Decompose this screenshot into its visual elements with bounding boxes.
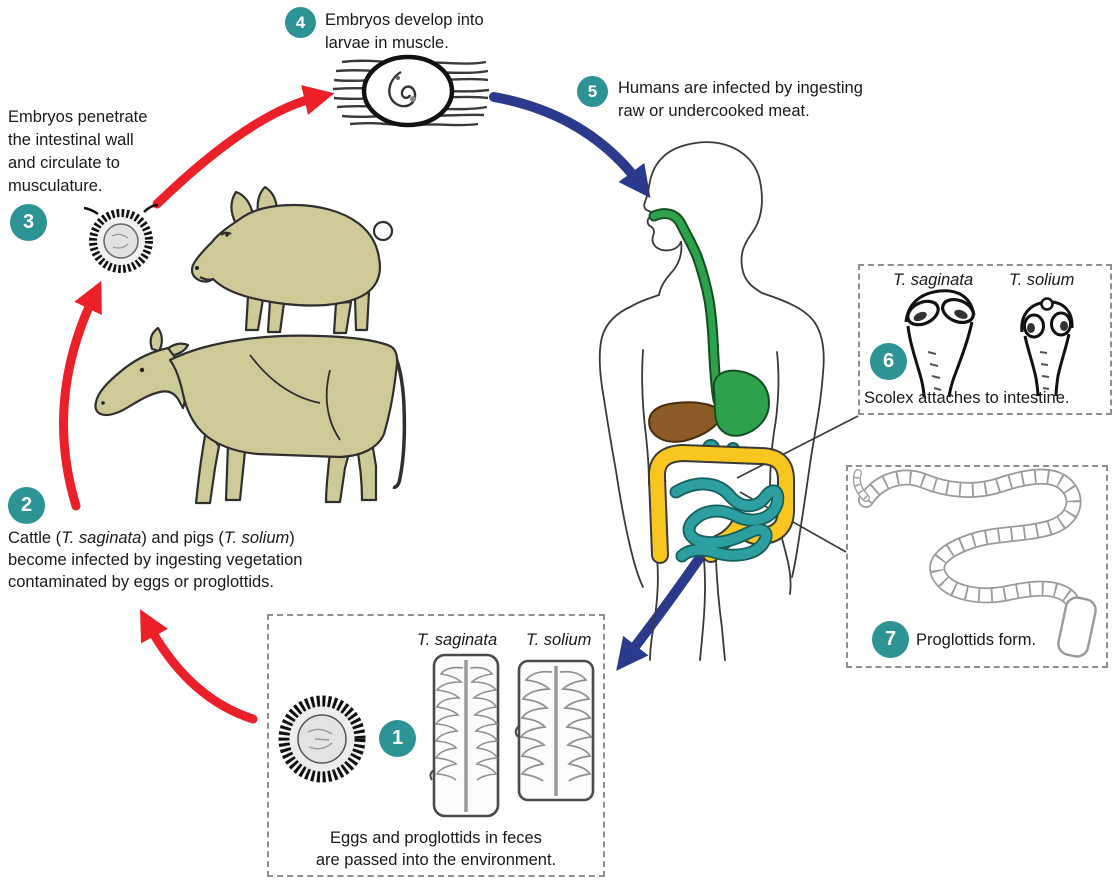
- red-arrow-step1-to-step2: [139, 609, 258, 724]
- step-5-line-1: Humans are infected by ingesting: [618, 79, 863, 97]
- blue-arrow-step4-to-human: [489, 92, 651, 199]
- scolex-saginata-illustration: [904, 289, 976, 398]
- step-4-line-1: Embryos develop into: [325, 11, 484, 29]
- step-2-label: Cattle (T. saginata) and pigs (T. solium…: [8, 527, 302, 593]
- step-3-label: Embryos penetrate the intestinal wall an…: [8, 106, 147, 198]
- step-1-caption-line-1: Eggs and proglottids in feces: [330, 829, 542, 847]
- proglottid-solium-illustration: [514, 659, 595, 802]
- egg-illustration-large: [278, 695, 366, 783]
- scolex-solium-illustration: [1020, 297, 1074, 397]
- human-figure: [598, 141, 825, 661]
- liver: [648, 401, 726, 443]
- step-7-box: [846, 465, 1108, 668]
- step-1-label-saginata: T. saginata: [417, 631, 498, 649]
- step-2-line-2: become infected by ingesting vegetation: [8, 551, 303, 569]
- stomach: [712, 369, 771, 437]
- egg-illustration-small: [83, 203, 159, 273]
- cow-illustration: [94, 326, 407, 505]
- pig-illustration: [190, 185, 394, 335]
- step-6-label-solium: T. solium: [1009, 271, 1075, 289]
- step-7-badge: 7: [872, 621, 909, 658]
- step-2-badge: 2: [8, 487, 45, 524]
- blue-arrow-human-to-step1: [616, 551, 706, 671]
- step-6-label-saginata: T. saginata: [893, 271, 974, 289]
- step-4-label: Embryos develop into larvae in muscle.: [325, 9, 484, 55]
- step-1-box: [267, 614, 605, 877]
- step-1-caption-line-2: are passed into the environment.: [315, 851, 557, 869]
- proglottid-chain-illustration: [852, 468, 1097, 658]
- step-6-caption: Scolex attaches to intestine.: [864, 389, 1070, 407]
- step-3-line-4: musculature.: [8, 177, 103, 195]
- step-5-label: Humans are infected by ingesting raw or …: [618, 77, 863, 123]
- step-4-badge: 4: [285, 7, 316, 38]
- step-5-line-2: raw or undercooked meat.: [618, 102, 810, 120]
- step-6-box: [858, 264, 1112, 415]
- step-4-line-2: larvae in muscle.: [325, 34, 449, 52]
- step-3-badge: 3: [10, 204, 47, 241]
- step-2-line-1: Cattle (T. saginata) and pigs (T. solium…: [8, 529, 295, 547]
- connector-intestine-to-scolex-box: [736, 415, 859, 479]
- step-1-caption: Eggs and proglottids in feces are passed…: [267, 827, 605, 871]
- step-1-label-solium: T. solium: [526, 631, 592, 649]
- step-6-badge: 6: [870, 343, 907, 380]
- step-2-line-3: contaminated by eggs or proglottids.: [8, 573, 274, 591]
- proglottid-saginata-illustration: [429, 653, 500, 818]
- step-3-line-1: Embryos penetrate: [8, 108, 148, 126]
- digestive-system: [647, 208, 795, 564]
- step-3-line-2: the intestinal wall: [8, 131, 134, 149]
- red-arrow-step3-to-step4: [152, 85, 335, 209]
- esophagus: [650, 210, 722, 404]
- small-intestine: [671, 479, 783, 561]
- step-5-badge: 5: [577, 76, 608, 107]
- muscle-tissue-illustration: [332, 54, 490, 128]
- step-3-line-3: and circulate to: [8, 154, 120, 172]
- step-1-badge: 1: [379, 720, 416, 757]
- red-arrow-step2-to-step3: [59, 280, 102, 511]
- step-7-caption: Proglottids form.: [916, 631, 1037, 649]
